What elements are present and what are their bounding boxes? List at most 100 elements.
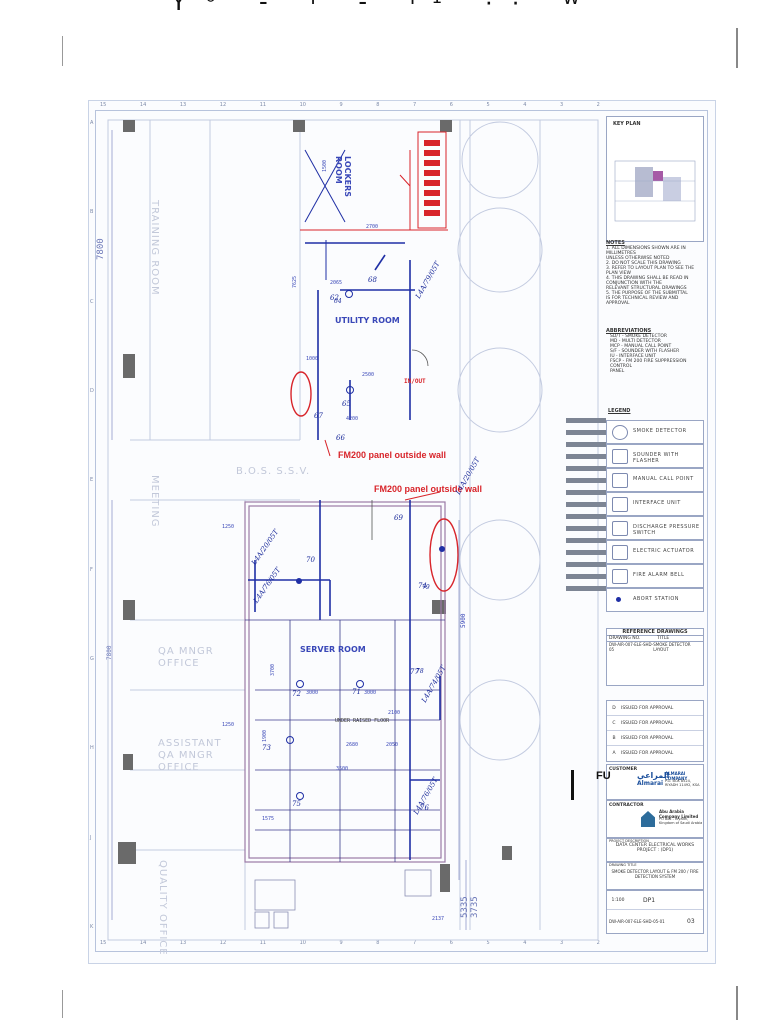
- smoke-detector-icon: [286, 736, 294, 744]
- grid-label: 15: [100, 940, 107, 946]
- notes-line: IS FOR TECHNICAL REVIEW AND APPROVAL: [606, 296, 679, 306]
- dimension-3500: 3500: [336, 766, 349, 772]
- legend-label: ABORT STATION: [633, 596, 680, 602]
- legend-label: ELECTRIC ACTUATOR: [633, 548, 695, 554]
- revision-code: C: [612, 720, 616, 726]
- electric-actuator-icon: [612, 545, 628, 560]
- contractor-address: PO Box - Riyadh, Kingdom of Saudi Arabia: [659, 817, 703, 825]
- dimension-5900: 5900: [460, 613, 467, 628]
- revision-table: D ISSUED FOR APPROVAL C ISSUED FOR APPRO…: [606, 700, 704, 762]
- reference-col-title: TITLE: [657, 636, 670, 641]
- grid-label: 7: [413, 940, 417, 946]
- key-plan-title: KEY PLAN: [613, 121, 641, 127]
- grid-label: 3: [559, 102, 564, 108]
- legend-row-pressure-switch: DISCHARGE PRESSURE SWITCH: [606, 516, 704, 540]
- detector-number-71: 71: [352, 688, 361, 696]
- abort-station-icon: [439, 546, 445, 552]
- grid-label: 14: [139, 940, 147, 946]
- dimension-1250-b: 1250: [222, 722, 235, 728]
- legend-row-electric-actuator: ELECTRIC ACTUATOR: [606, 540, 704, 564]
- almarai-logo-brand: Almarai: [637, 780, 664, 787]
- almarai-logo: المراعي Almarai: [637, 771, 669, 787]
- grid-label: 4: [523, 940, 527, 946]
- legend-row-smoke-detector: SMOKE DETECTOR: [606, 420, 704, 444]
- key-plan-box: KEY PLAN: [606, 116, 704, 242]
- grid-bottom: 15 14 13 12 11 10 9 8 7 6 5 4 3 2: [100, 940, 600, 948]
- grid-label: 12: [219, 940, 227, 946]
- reference-col-no: DRAWING NO.: [609, 636, 641, 641]
- notes-line: 2. DO NOT SCALE THIS DRAWING: [606, 261, 681, 266]
- abbreviation-line: MCP - MANUAL CALL POINT: [610, 344, 672, 349]
- reference-title: REFERENCE DRAWINGS: [607, 629, 703, 636]
- reference-row-no: DW-AIR-007-ELE-SHD-05: [609, 642, 654, 652]
- grid-label: B: [90, 209, 94, 216]
- grid-label: 9: [339, 940, 343, 946]
- grid-label: 12: [219, 102, 227, 108]
- legend-row-interface-unit: INTERFACE UNIT: [606, 492, 704, 516]
- interface-unit-icon: [612, 497, 628, 512]
- reference-header: DRAWING NO. TITLE: [607, 636, 703, 642]
- project-label: PROJECT DESCRIPTION: [609, 839, 649, 843]
- sounder-flasher-icon: [612, 449, 628, 464]
- smoke-detector-icon: [346, 386, 354, 394]
- room-label-meeting: MEETING: [149, 475, 160, 528]
- detector-number-68: 68: [368, 276, 377, 284]
- customer-box: CUSTOMER المراعي Almarai ALMARAI COMPANY…: [606, 764, 704, 800]
- legend-title: LEGEND: [608, 408, 631, 414]
- grid-side: A B C D E F G H J K: [90, 120, 96, 930]
- room-label-server: SERVER ROOM: [300, 645, 366, 654]
- dimension-1250: 1250: [222, 524, 235, 530]
- key-plan-drawing: [614, 160, 696, 222]
- grid-top: 15 14 13 12 11 10 9 8 7 6 5 4 3 2: [100, 102, 600, 110]
- revision-code: D: [612, 705, 616, 711]
- fm200-note-left: FM200 panel outside wall: [338, 450, 447, 460]
- reference-drawings-box: REFERENCE DRAWINGS DRAWING NO. TITLE DW-…: [606, 628, 704, 686]
- room-label-lockers: LOCKERS ROOM: [334, 156, 352, 198]
- revision-code: B: [612, 735, 616, 741]
- grid-label: 6: [449, 940, 453, 946]
- room-label-qa-mngr: QA MNGR OFFICE: [158, 646, 214, 669]
- detector-number-62: 62: [330, 294, 339, 302]
- grid-label: 13: [179, 102, 187, 108]
- abbreviation-line: S/F - SOUNDER WITH FLASHER: [610, 349, 680, 354]
- legend-label: DISCHARGE PRESSURE SWITCH: [633, 524, 700, 536]
- reference-row-title: SMOKE DETECTOR LAYOUT: [653, 642, 691, 652]
- grid-label: H: [90, 745, 94, 752]
- scan-mark-bottom-left: [62, 990, 63, 1018]
- drawing-title-box: DRAWING TITLE SMOKE DETECTOR LAYOUT & FM…: [606, 862, 704, 890]
- project-line-1: DATA CENTER ELECTRICAL WORKS: [615, 843, 695, 848]
- revision-row: B ISSUED FOR APPROVAL: [607, 731, 703, 746]
- grid-label: 8: [376, 102, 380, 108]
- header-scribble: Ÿ⁰ - ᴵ - ᴵ¹ ·· ᵂ: [170, 0, 598, 16]
- dimension-2065: 2065: [330, 280, 343, 286]
- grid-label: F: [90, 566, 93, 573]
- grid-label: 3: [559, 940, 564, 946]
- drawing-sheet: DP1: [642, 896, 656, 904]
- dimension-7800-b: 7800: [106, 645, 113, 660]
- revision-description: ISSUED FOR APPROVAL: [621, 720, 674, 726]
- notes-line: RELEVANT STRUCTURAL DRAWINGS: [606, 286, 687, 291]
- scan-mark-left: [62, 36, 63, 66]
- legend-row-abort-station: ABORT STATION: [606, 588, 704, 612]
- detector-number-75: 75: [292, 800, 301, 808]
- drawing-scale: 1:100: [611, 897, 625, 903]
- detector-number-78: 78: [416, 668, 424, 675]
- legend-label: INTERFACE UNIT: [633, 500, 681, 506]
- grid-label: 5: [486, 102, 490, 108]
- grid-label: D: [90, 387, 94, 394]
- drawing-revision: 03: [687, 917, 695, 925]
- revision-description: ISSUED FOR APPROVAL: [621, 750, 674, 756]
- notes-line: UNLESS OTHERWISE NOTED: [606, 256, 670, 261]
- notes-line: 4. THIS DRAWING SHALL BE READ IN CONJUNC…: [606, 276, 689, 286]
- revision-code: A: [612, 750, 616, 756]
- drawing-title: SMOKE DETECTOR LAYOUT & FM 200 / FIRE DE…: [611, 869, 699, 879]
- legend-label: FIRE ALARM BELL: [633, 572, 685, 578]
- in-out-label: IN/OUT: [404, 378, 426, 385]
- drawing-number-box: 1:100 DP1 DW-AIR-007-ELE-SHD-05-01 03: [606, 890, 704, 934]
- detector-number-70: 70: [306, 556, 315, 564]
- notes-title: NOTES: [606, 240, 625, 246]
- grid-label: 11: [259, 102, 267, 108]
- dimension-2500: 2500: [362, 372, 375, 378]
- detector-number-65: 65: [342, 400, 351, 408]
